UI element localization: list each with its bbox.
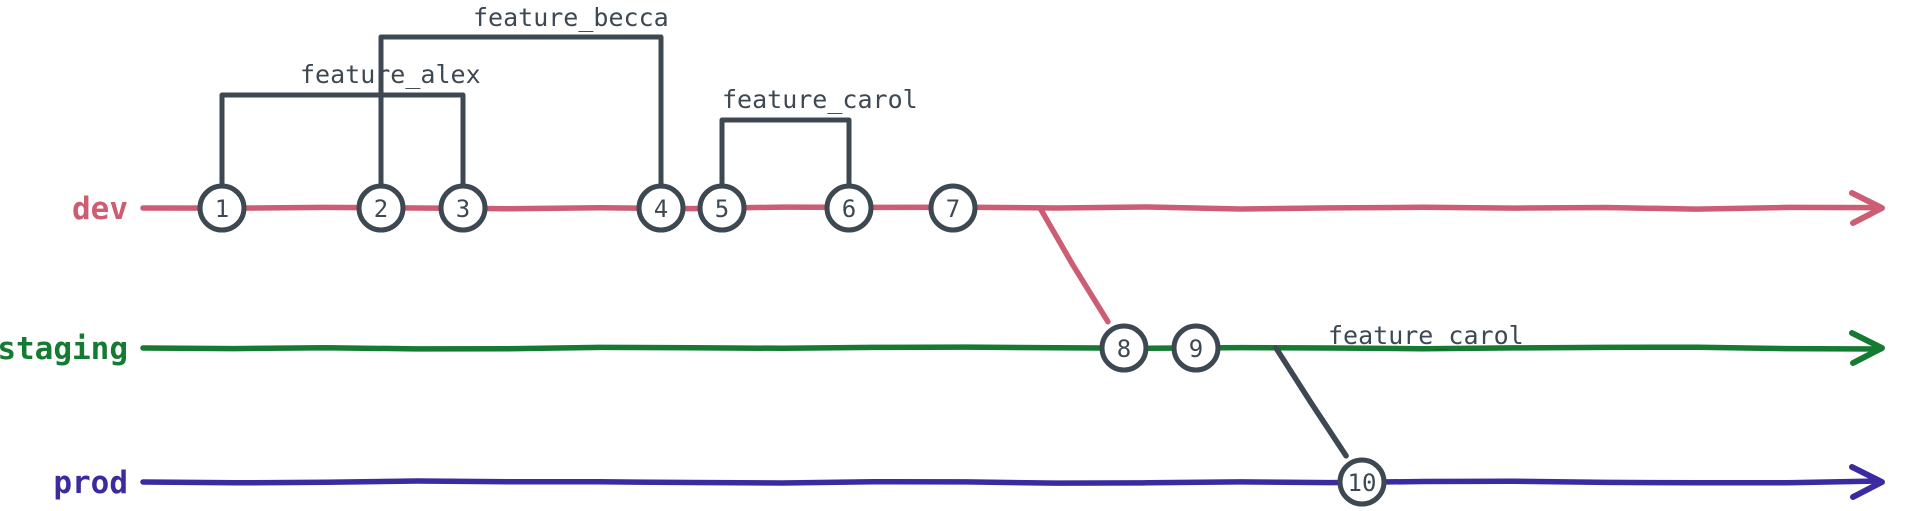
lane-arrowhead-staging — [1849, 330, 1885, 366]
feature-bracket-feature_carol — [719, 117, 852, 187]
lanes-group — [140, 190, 1885, 500]
commit-label-7: 7 — [946, 195, 960, 223]
merge-edge-dev-to-staging — [1037, 205, 1111, 325]
commit-label-10: 10 — [1348, 469, 1377, 497]
merge-edge-staging-to-prod — [1273, 345, 1349, 459]
commit-circle-4[interactable] — [636, 183, 686, 233]
bracket-path-feature_carol — [719, 117, 852, 187]
commit-circle-9[interactable] — [1171, 323, 1221, 373]
commit-node-9[interactable]: 9 — [1171, 323, 1221, 373]
lane-prod — [140, 464, 1885, 500]
commit-label-9: 9 — [1189, 335, 1203, 363]
commit-node-1[interactable]: 1 — [197, 183, 247, 233]
lane-dev — [140, 190, 1885, 226]
commit-node-6[interactable]: 6 — [824, 183, 874, 233]
lane-arrowhead-dev — [1849, 190, 1885, 226]
feature-brackets-group: feature_alex feature_becca feature_carol — [219, 3, 918, 187]
commit-label-6: 6 — [842, 195, 856, 223]
lane-labels-group: dev staging prod — [0, 191, 128, 501]
merge-label-staging-to-prod: feature_carol — [1328, 321, 1524, 350]
commit-node-5[interactable]: 5 — [697, 183, 747, 233]
commit-circle-6[interactable] — [824, 183, 874, 233]
branch-label-feature_alex: feature_alex — [300, 60, 481, 89]
lane-line-prod — [140, 478, 1883, 486]
commit-node-10[interactable]: 10 — [1337, 457, 1387, 507]
merge-edges-group: feature_carol — [1037, 205, 1524, 459]
bracket-path-feature_alex — [219, 92, 466, 187]
bracket-path-feature_becca — [378, 34, 664, 187]
commit-node-2[interactable]: 2 — [356, 183, 406, 233]
commit-circle-7[interactable] — [928, 183, 978, 233]
lane-arrowhead-prod — [1849, 464, 1885, 500]
commit-circle-8[interactable] — [1099, 323, 1149, 373]
lane-label-staging: staging — [0, 331, 128, 367]
branch-label-feature_carol: feature_carol — [722, 85, 918, 114]
commit-nodes-group: 1 2 3 4 5 6 7 8 9 10 — [197, 183, 1387, 507]
lane-staging — [140, 330, 1885, 366]
commit-node-3[interactable]: 3 — [438, 183, 488, 233]
commit-node-7[interactable]: 7 — [928, 183, 978, 233]
commit-circle-10[interactable] — [1337, 457, 1387, 507]
feature-bracket-feature_becca — [378, 34, 664, 187]
branch-label-feature_becca: feature_becca — [473, 3, 669, 32]
commit-circle-3[interactable] — [438, 183, 488, 233]
lane-label-dev: dev — [72, 191, 128, 227]
commit-label-2: 2 — [374, 195, 388, 223]
commit-node-4[interactable]: 4 — [636, 183, 686, 233]
commit-label-3: 3 — [456, 195, 470, 223]
lane-label-prod: prod — [53, 465, 128, 501]
commit-circle-2[interactable] — [356, 183, 406, 233]
commit-circle-5[interactable] — [697, 183, 747, 233]
commit-label-8: 8 — [1117, 335, 1131, 363]
commit-label-4: 4 — [654, 195, 668, 223]
lane-line-staging — [140, 344, 1884, 352]
commit-node-8[interactable]: 8 — [1099, 323, 1149, 373]
commit-circle-1[interactable] — [197, 183, 247, 233]
commit-label-1: 1 — [215, 195, 229, 223]
lane-line-dev — [140, 204, 1883, 212]
feature-bracket-feature_alex — [219, 92, 466, 187]
commit-label-5: 5 — [715, 195, 729, 223]
